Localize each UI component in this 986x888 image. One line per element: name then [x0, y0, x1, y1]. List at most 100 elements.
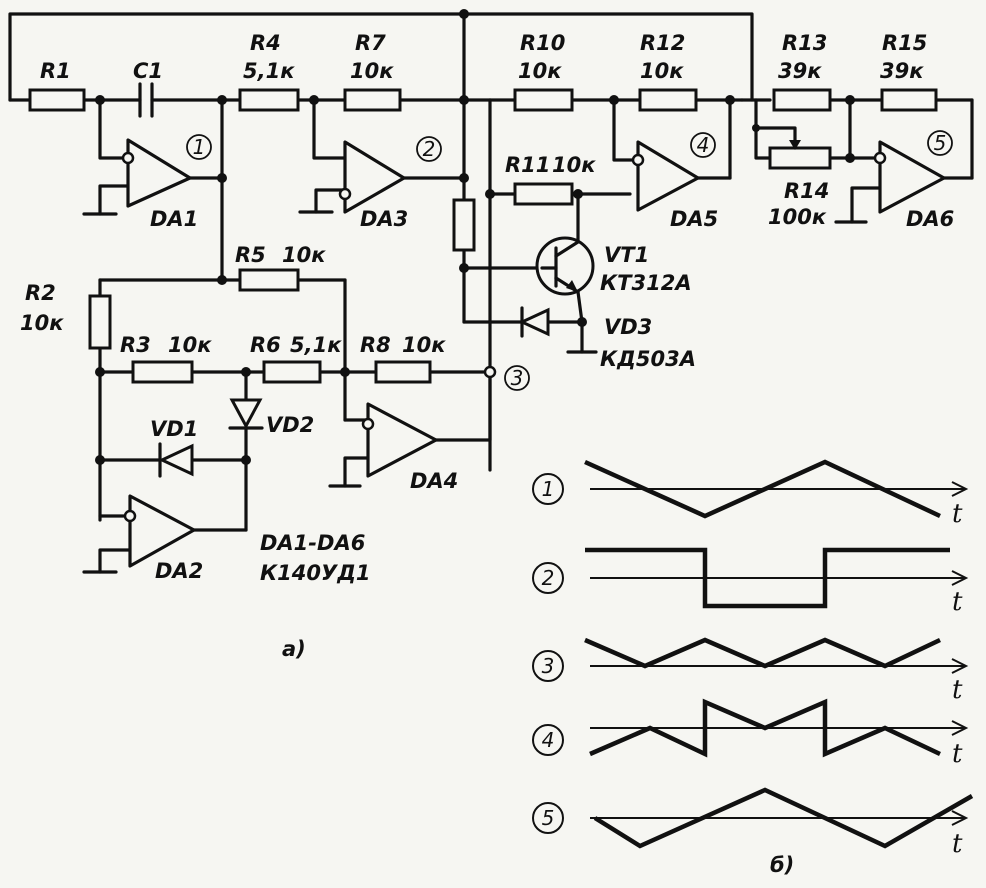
time-label-1: t [952, 499, 963, 529]
panel-a-label: а) [282, 637, 306, 661]
capacitor-C1 [138, 82, 154, 118]
waveform-5-label: 5 [542, 806, 555, 830]
label-DA2: DA2 [155, 559, 203, 583]
label-C1: C1 [133, 59, 163, 83]
label-R6-value: 5,1к [290, 333, 342, 357]
time-label-3: t [952, 675, 963, 705]
time-label-5: t [952, 829, 963, 859]
resistor-unlabeled [452, 198, 476, 252]
label-R7: R7 [355, 31, 386, 55]
wires [8, 12, 974, 574]
label-VT1: VT1 [604, 243, 649, 267]
resistor-R6 [262, 360, 322, 384]
label-VD1: VD1 [150, 417, 198, 441]
label-DA1: DA1 [150, 207, 198, 231]
resistor-R3 [131, 360, 194, 384]
opamp-DA1 [126, 138, 192, 208]
label-R7-value: 10к [350, 59, 394, 83]
waveform-2-label: 2 [542, 566, 555, 590]
waveform-2: 2 t [532, 547, 969, 617]
opamp-DA2 [128, 494, 196, 568]
label-chip-type: К140УД1 [260, 561, 371, 585]
label-R10-value: 10к [518, 59, 562, 83]
resistor-R4 [238, 88, 300, 112]
resistor-R7 [343, 88, 402, 112]
node-2-label: 2 [423, 137, 436, 161]
label-R15: R15 [882, 31, 927, 55]
resistor-R11 [513, 182, 574, 206]
resistor-R14 [768, 146, 832, 170]
time-label-4: t [952, 739, 963, 769]
label-R15-value: 39к [880, 59, 924, 83]
label-R11: R11 [505, 153, 550, 177]
waveform-3-label: 3 [542, 654, 555, 678]
label-DA4: DA4 [410, 469, 458, 493]
waveform-1: 1 t [532, 459, 969, 529]
resistors [28, 88, 938, 384]
node-5-label: 5 [934, 131, 947, 155]
waveforms: 1 t 2 t 3 t 4 [532, 459, 974, 859]
label-DA5: DA5 [670, 207, 718, 231]
label-VD3-type: КД503А [600, 347, 696, 371]
node-markers: 1 2 3 4 5 [186, 130, 953, 391]
opamp-DA4 [366, 402, 438, 478]
time-label-2: t [952, 587, 963, 617]
waveform-4: 4 t [532, 698, 969, 769]
label-R3: R3 [120, 333, 151, 357]
label-R14-value: 100к [768, 205, 827, 229]
resistor-R10 [513, 88, 574, 112]
diode-VD3 [518, 306, 550, 338]
label-R2: R2 [25, 281, 56, 305]
label-R4: R4 [250, 31, 281, 55]
resistor-R1 [28, 88, 86, 112]
label-R10: R10 [520, 31, 565, 55]
label-R13: R13 [782, 31, 827, 55]
panel-b-label: б) [770, 853, 794, 877]
label-R3-value: 10к [168, 333, 212, 357]
label-DA6: DA6 [906, 207, 954, 231]
junction-dots [95, 9, 855, 465]
resistor-R2 [88, 294, 112, 350]
label-R12: R12 [640, 31, 685, 55]
diode-VD2 [228, 398, 264, 430]
node-4-label: 4 [697, 133, 710, 157]
node-3-label: 3 [511, 366, 524, 390]
label-R2-value: 10к [20, 311, 64, 335]
label-R4-value: 5,1к [243, 59, 295, 83]
label-R11-value: 10к [552, 153, 596, 177]
label-R5: R5 [235, 243, 266, 267]
op-amps [121, 138, 946, 568]
label-DA3: DA3 [360, 207, 408, 231]
label-R12-value: 10к [640, 59, 684, 83]
label-R8-value: 10к [402, 333, 446, 357]
resistor-R13 [772, 88, 832, 112]
label-VD3: VD3 [604, 315, 652, 339]
resistor-R8 [374, 360, 432, 384]
label-R6: R6 [250, 333, 281, 357]
resistor-R12 [638, 88, 698, 112]
node-1-label: 1 [193, 135, 206, 159]
opamp-DA5 [636, 140, 700, 212]
label-R13-value: 39к [778, 59, 822, 83]
opamp-DA3 [343, 140, 406, 214]
waveform-3: 3 t [532, 637, 969, 705]
waveform-5: 5 t [532, 787, 974, 859]
label-R5-value: 10к [282, 243, 326, 267]
label-R14: R14 [784, 179, 829, 203]
label-chip-range: DA1-DA6 [260, 531, 365, 555]
potentiometer-wiper-icon [789, 140, 801, 150]
diodes [158, 306, 550, 478]
diode-VD1 [158, 442, 194, 478]
waveform-4-label: 4 [542, 728, 555, 752]
resistor-R15 [880, 88, 938, 112]
resistor-R5 [238, 268, 300, 292]
component-labels: R1 C1 R4 5,1к R7 10к R10 10к R12 10к R13… [20, 31, 954, 585]
opamp-DA6 [878, 140, 946, 214]
label-VT1-type: КТ312А [600, 271, 692, 295]
label-R1: R1 [40, 59, 71, 83]
waveform-1-label: 1 [542, 477, 555, 501]
label-R8: R8 [360, 333, 391, 357]
transistor-VT1 [535, 236, 595, 324]
